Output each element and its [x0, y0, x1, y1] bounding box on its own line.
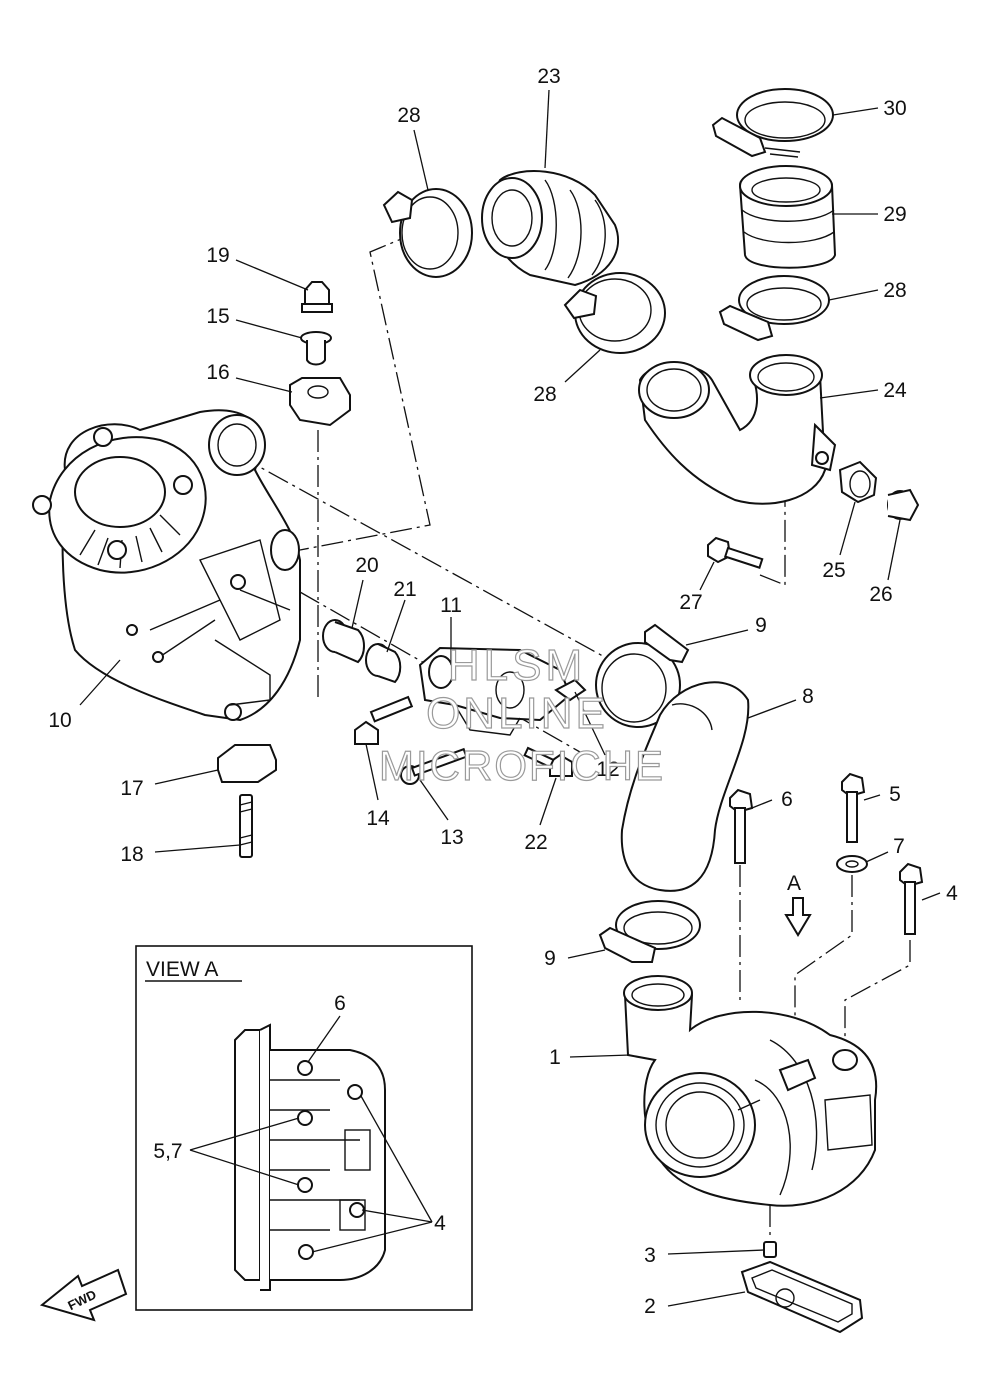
callout-2: 2	[644, 1295, 656, 1318]
callout-13: 13	[440, 826, 463, 849]
callout-15: 15	[206, 305, 229, 328]
plate-part-17	[217, 744, 277, 783]
rubber-part-21	[365, 643, 402, 684]
callout-6: 6	[781, 788, 793, 811]
hose-clamp-part-9-upper	[595, 623, 690, 728]
hose-clamp-part-28-upper	[382, 188, 473, 278]
callout-19: 19	[206, 244, 229, 267]
callout-22: 22	[524, 831, 547, 854]
bolt-part-13	[400, 747, 468, 785]
callout-16: 16	[206, 361, 229, 384]
gasket-part-2	[740, 1260, 864, 1334]
callout-11: 11	[440, 594, 462, 617]
callout-4: 4	[946, 882, 958, 905]
callout-28-right: 28	[883, 279, 906, 302]
housing-part-10	[32, 409, 301, 722]
view-a-inset	[135, 945, 473, 1311]
callout-25: 25	[822, 559, 845, 582]
hose-clamp-part-9-lower	[598, 900, 701, 963]
turbocharger-part-1	[623, 975, 878, 1207]
rubber-boot-part-29	[738, 165, 837, 269]
bolt-part-4	[899, 862, 924, 935]
view-a-arrow-label: A	[787, 872, 801, 895]
callout-8: 8	[802, 685, 814, 708]
callout-9-lower: 9	[544, 947, 556, 970]
callout-21: 21	[393, 578, 416, 601]
hose-clamp-part-28-mid	[563, 272, 666, 354]
callout-27: 27	[679, 591, 702, 614]
bolt-part-5	[841, 772, 866, 843]
callout-numbers: 19 15 16 10 17 18 28 23 28 30 29 28 24 2…	[48, 65, 958, 1318]
view-a-title: VIEW A	[146, 958, 218, 981]
clip-part-12	[554, 678, 587, 702]
washer-part-7	[836, 855, 868, 873]
fwd-arrow: FWD	[39, 1268, 128, 1322]
callout-18: 18	[120, 843, 143, 866]
mount-rubber-part-16	[289, 377, 351, 427]
callout-24: 24	[883, 379, 907, 402]
hose-clamp-part-28-right	[718, 275, 830, 342]
watermark-line-2: ONLINE	[426, 689, 608, 738]
watermark-line-1: HLSM	[448, 641, 586, 690]
callout-7: 7	[893, 835, 905, 858]
bolt-part-14	[354, 695, 414, 745]
dowel-pin-part-3	[763, 1241, 777, 1258]
bolt-part-27	[707, 536, 764, 569]
view-a-callout-5-7: 5,7	[153, 1140, 182, 1163]
callout-10: 10	[48, 709, 71, 732]
callout-14: 14	[366, 807, 390, 830]
watermark: HLSM ONLINE MICROFICHE	[378, 640, 665, 789]
callout-12: 12	[596, 758, 619, 781]
callout-5: 5	[889, 783, 901, 806]
grommet-part-25	[838, 460, 878, 504]
callout-30: 30	[883, 97, 906, 120]
view-a-direction-arrow	[784, 897, 812, 937]
callout-26: 26	[869, 583, 892, 606]
callout-29: 29	[883, 203, 906, 226]
duct-part-23	[481, 170, 620, 287]
stud-bolt-part-18	[239, 794, 253, 858]
watermark-line-3: MICROFICHE	[379, 742, 665, 789]
bracket-part-11	[418, 646, 572, 736]
callout-23: 23	[537, 65, 560, 88]
callout-9-upper: 9	[755, 614, 767, 637]
callout-17: 17	[120, 777, 143, 800]
leader-lines	[79, 89, 941, 1307]
callout-1: 1	[549, 1046, 561, 1069]
cap-bolt-part-19	[301, 281, 333, 313]
collar-part-26	[887, 488, 920, 522]
bolt-part-22	[523, 746, 573, 777]
view-a-callout-4: 4	[434, 1212, 446, 1235]
callout-3: 3	[644, 1244, 656, 1267]
callout-20: 20	[355, 554, 378, 577]
callout-28-mid: 28	[533, 383, 556, 406]
collar-part-20	[322, 619, 365, 664]
view-a-callout-6: 6	[334, 992, 346, 1015]
callout-28-upper: 28	[397, 104, 420, 127]
pipe-part-24	[638, 354, 837, 505]
view-a-labels: VIEW A 6 5,7 4	[146, 958, 446, 1235]
hose-part-8	[620, 681, 750, 892]
